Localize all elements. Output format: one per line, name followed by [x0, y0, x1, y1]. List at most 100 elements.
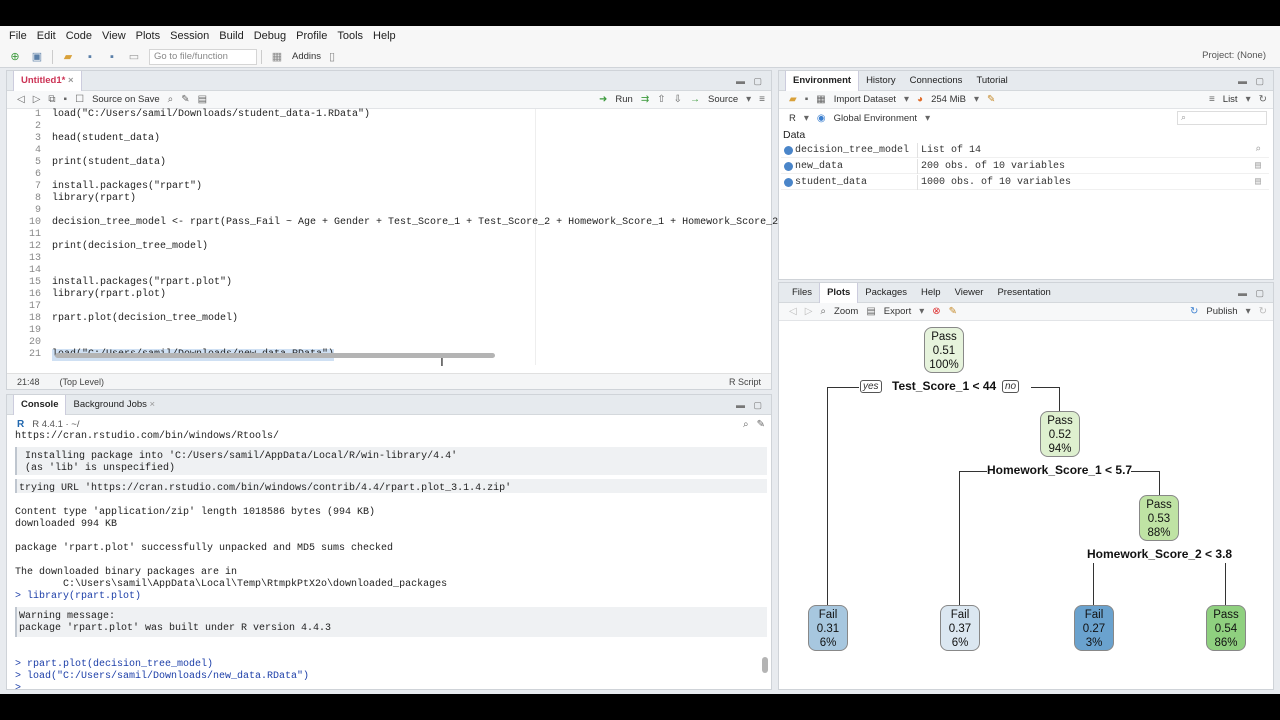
refresh-icon[interactable]: ↻: [1258, 94, 1267, 105]
tab-untitled1[interactable]: Untitled1* ×: [13, 70, 82, 91]
open-folder-icon[interactable]: ▰: [63, 50, 73, 63]
broom-icon[interactable]: ✎: [948, 306, 958, 317]
magic-wand-icon[interactable]: ✎: [181, 94, 190, 105]
vertical-scrollbar[interactable]: [761, 431, 769, 687]
import-icon[interactable]: ▦: [816, 94, 826, 105]
tab-connections[interactable]: Connections: [909, 74, 963, 86]
chevron-down-icon[interactable]: ▾: [803, 112, 809, 124]
remove-plot-icon[interactable]: ⊗: [932, 306, 941, 317]
save-all-icon[interactable]: ▪: [110, 50, 114, 63]
code-line[interactable]: 20: [7, 337, 771, 349]
grid-icon[interactable]: ▦: [271, 50, 283, 63]
broom-icon[interactable]: ✎: [986, 94, 996, 105]
expand-icon[interactable]: [784, 178, 793, 187]
show-in-window-icon[interactable]: ⧉: [48, 94, 56, 105]
scrollbar-thumb[interactable]: [55, 353, 495, 358]
import-dataset-button[interactable]: Import Dataset: [833, 94, 897, 105]
code-line[interactable]: 13: [7, 253, 771, 265]
tab-history[interactable]: History: [866, 74, 896, 86]
save-icon[interactable]: ▪: [804, 94, 809, 105]
refresh-icon[interactable]: ↻: [1258, 306, 1267, 317]
search-icon[interactable]: ⌕: [167, 94, 174, 105]
code-line[interactable]: 4: [7, 145, 771, 157]
chevron-down-icon[interactable]: ▾: [973, 94, 979, 105]
chevron-down-icon[interactable]: ▾: [1245, 306, 1251, 317]
rerun-icon[interactable]: ⇉: [640, 94, 650, 105]
expand-icon[interactable]: [784, 146, 793, 155]
save-icon[interactable]: ▪: [88, 50, 92, 63]
menu-file[interactable]: File: [9, 30, 27, 42]
chevron-down-icon[interactable]: ▾: [919, 306, 925, 317]
menu-profile[interactable]: Profile: [296, 30, 328, 42]
tab-packages[interactable]: Packages: [865, 286, 908, 298]
publish-button[interactable]: Publish: [1206, 306, 1238, 317]
menu-tools[interactable]: Tools: [337, 30, 364, 42]
environment-scope-select[interactable]: Global Environment: [833, 112, 918, 124]
chevron-down-icon[interactable]: ▾: [904, 94, 910, 105]
code-line[interactable]: 14: [7, 265, 771, 277]
layout-icon[interactable]: ▯: [329, 50, 336, 63]
table-view-icon[interactable]: ▤: [1254, 177, 1261, 188]
checkbox-icon[interactable]: ☐: [75, 94, 85, 105]
new-file-icon[interactable]: ⊕: [10, 50, 20, 63]
code-line[interactable]: 6: [7, 169, 771, 181]
up-icon[interactable]: ⇧: [657, 94, 666, 105]
source-icon[interactable]: →: [690, 94, 701, 105]
tab-files[interactable]: Files: [792, 286, 813, 298]
project-menu[interactable]: Project: (None): [1202, 50, 1266, 61]
go-to-file-input[interactable]: Go to file/function: [149, 48, 257, 65]
pane-window-controls[interactable]: ▬ ▢: [1237, 288, 1267, 298]
code-line[interactable]: 2: [7, 121, 771, 133]
source-button[interactable]: Source: [708, 94, 739, 105]
back-arrow-icon[interactable]: ◁: [17, 94, 25, 105]
table-view-icon[interactable]: ▤: [1254, 161, 1261, 172]
horizontal-scrollbar[interactable]: [47, 351, 767, 359]
pane-window-controls[interactable]: ▬ ▢: [735, 400, 765, 410]
code-line[interactable]: 9: [7, 205, 771, 217]
run-button[interactable]: Run: [615, 94, 633, 105]
close-icon[interactable]: ×: [149, 398, 156, 410]
menu-plots[interactable]: Plots: [135, 30, 161, 42]
chevron-down-icon[interactable]: ▾: [746, 94, 752, 105]
load-workspace-icon[interactable]: ▰: [789, 94, 797, 105]
tab-plots[interactable]: Plots: [819, 282, 859, 303]
down-icon[interactable]: ⇩: [673, 94, 683, 105]
tab-help[interactable]: Help: [921, 286, 941, 298]
tab-background-jobs[interactable]: Background Jobs ×: [66, 395, 162, 415]
file-type[interactable]: R Script: [728, 376, 761, 387]
outline-icon[interactable]: ≡: [759, 94, 765, 105]
menu-help[interactable]: Help: [373, 30, 396, 42]
close-icon[interactable]: ×: [67, 74, 74, 86]
compile-report-icon[interactable]: ▤: [197, 94, 208, 105]
new-project-icon[interactable]: ▣: [31, 50, 43, 63]
tab-environment[interactable]: Environment: [785, 70, 860, 91]
pane-window-controls[interactable]: ▬ ▢: [735, 76, 765, 86]
code-line[interactable]: 17: [7, 301, 771, 313]
tab-viewer[interactable]: Viewer: [954, 286, 984, 298]
source-on-save-label[interactable]: Source on Save: [92, 94, 160, 105]
search-icon[interactable]: ⌕: [1254, 145, 1261, 156]
export-button[interactable]: Export: [883, 306, 912, 317]
r-version-label[interactable]: R 4.4.1 · ~/: [32, 418, 80, 430]
menu-debug[interactable]: Debug: [253, 30, 287, 42]
chevron-down-icon[interactable]: ▾: [1245, 94, 1251, 105]
menu-code[interactable]: Code: [65, 30, 92, 42]
zoom-button[interactable]: Zoom: [834, 306, 859, 317]
clear-console-icon[interactable]: ✎: [756, 418, 765, 430]
save-icon[interactable]: ▪: [63, 94, 68, 105]
menu-session[interactable]: Session: [170, 30, 210, 42]
tab-console[interactable]: Console: [13, 394, 67, 415]
print-icon[interactable]: ▭: [128, 50, 140, 63]
menu-build[interactable]: Build: [219, 30, 244, 42]
